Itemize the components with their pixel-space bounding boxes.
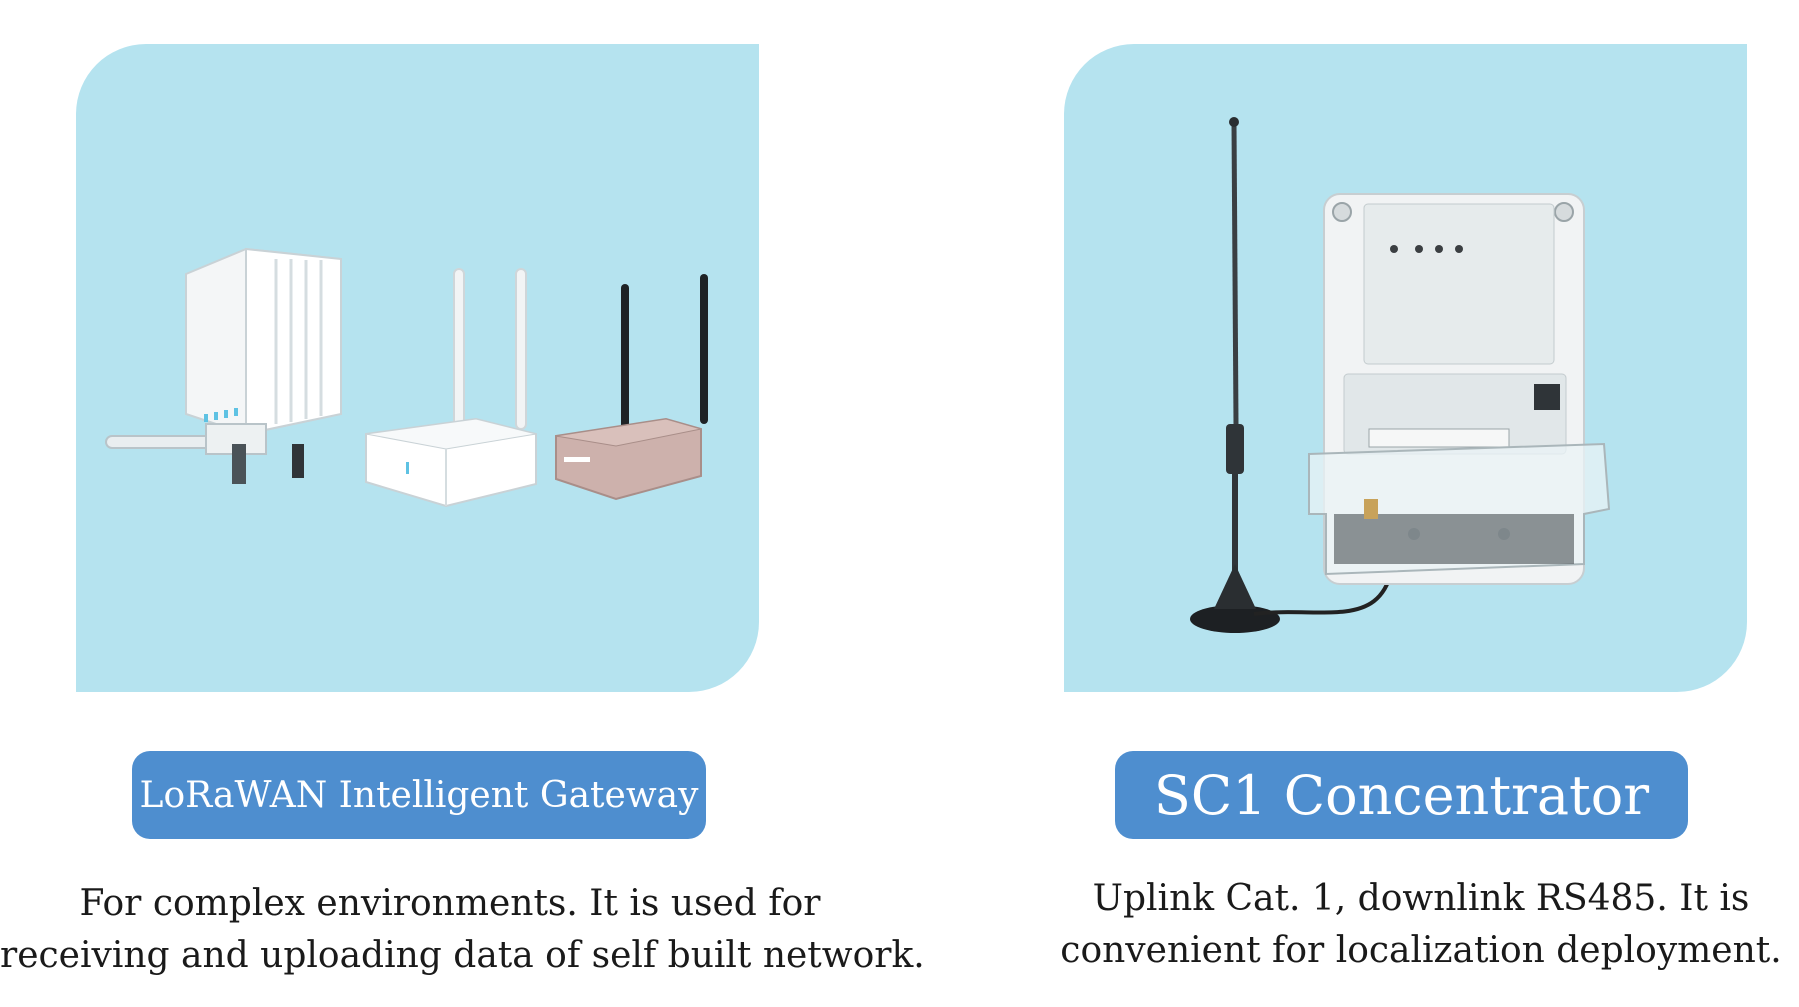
concentrator-title: SC1 Concentrator bbox=[1153, 763, 1650, 827]
gateway-description-line-1: For complex environments. It is used for bbox=[79, 883, 821, 924]
gateway-description: For complex environments. It is used for… bbox=[0, 878, 925, 982]
rose-router-device bbox=[555, 274, 708, 501]
concentrator-description: Uplink Cat. 1, downlink RS485. It is con… bbox=[1043, 873, 1799, 977]
concentrator-description-line-2: convenient for localization deployment. bbox=[1060, 930, 1782, 971]
concentrator-image-panel bbox=[1064, 44, 1747, 692]
concentrator-description-line-1: Uplink Cat. 1, downlink RS485. It is bbox=[1092, 878, 1750, 919]
gateway-devices-illustration bbox=[105, 247, 708, 508]
white-router-device bbox=[365, 268, 537, 508]
concentrator-title-badge: SC1 Concentrator bbox=[1115, 751, 1688, 839]
concentrator-device-illustration bbox=[1190, 117, 1611, 633]
gateway-description-line-2: receiving and uploading data of self bui… bbox=[0, 935, 925, 976]
outdoor-gateway-device bbox=[105, 247, 342, 484]
transparent-terminal-cover bbox=[1308, 442, 1611, 576]
gateway-image-panel bbox=[76, 44, 759, 692]
gateway-title: LoRaWAN Intelligent Gateway bbox=[139, 774, 699, 816]
gateway-title-badge: LoRaWAN Intelligent Gateway bbox=[132, 751, 706, 839]
antenna bbox=[1190, 117, 1397, 633]
